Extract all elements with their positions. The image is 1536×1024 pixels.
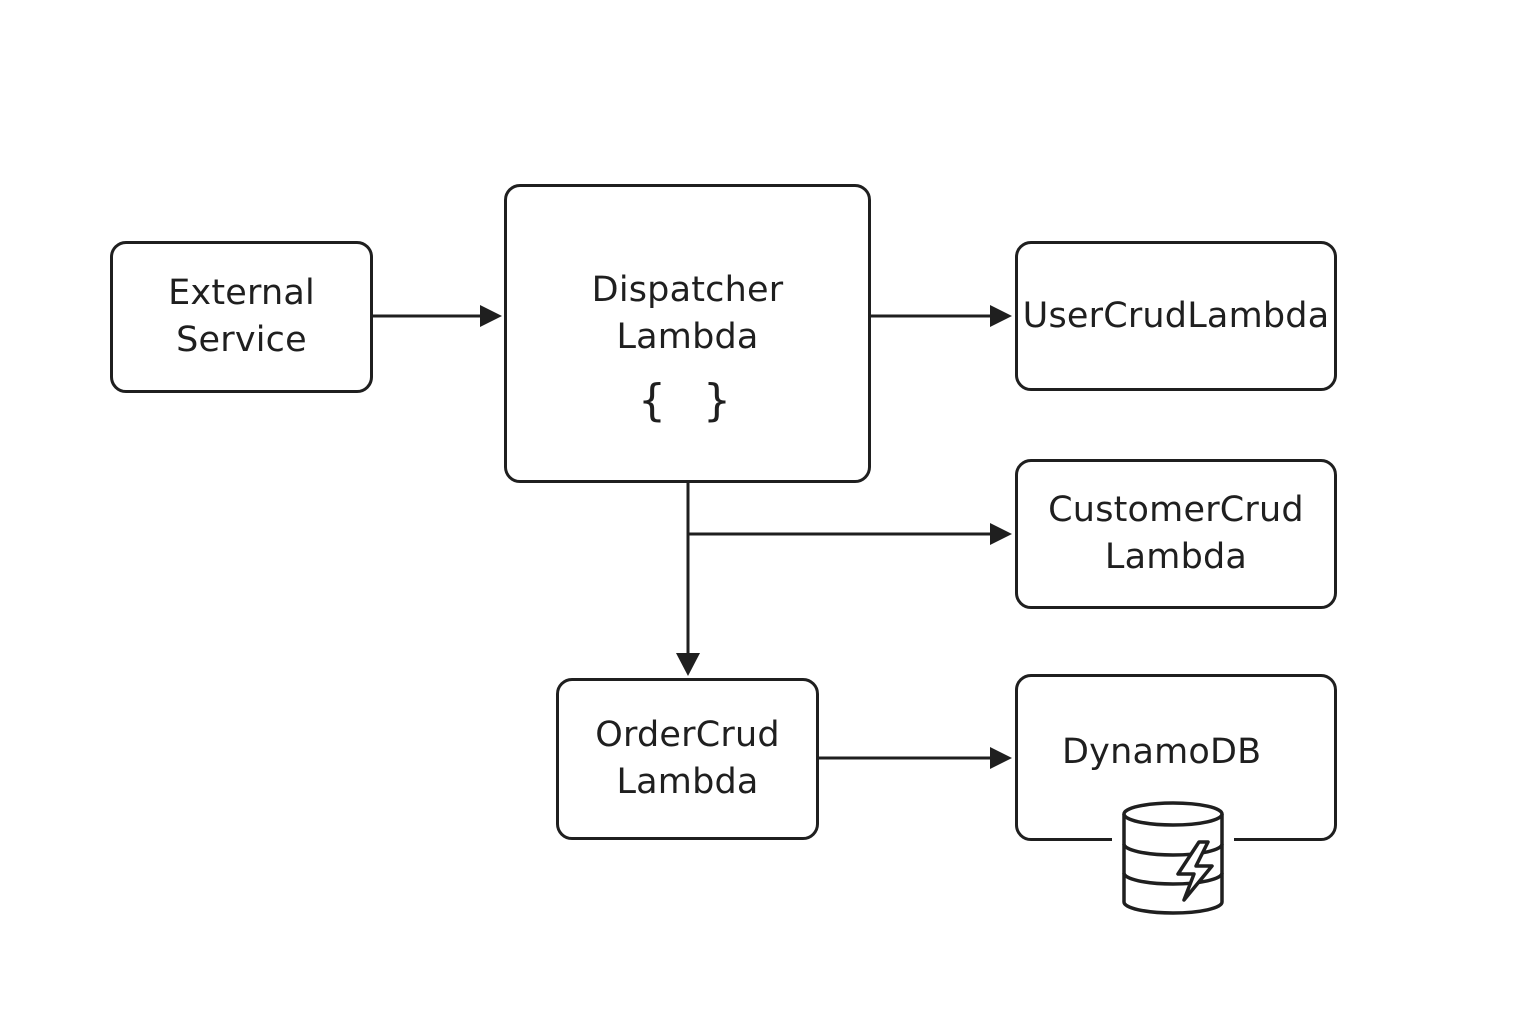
external-service-node: External Service: [110, 241, 373, 393]
arrow-dispatcher-to-user-crud: [871, 305, 1012, 327]
external-service-label: External Service: [168, 270, 315, 364]
external-service-label-line1: External: [168, 273, 315, 313]
dispatcher-lambda-label-line1: Dispatcher: [591, 270, 784, 310]
user-crud-lambda-label: UserCrudLambda: [1023, 293, 1330, 340]
customer-crud-lambda-label-line1: CustomerCrud: [1048, 490, 1304, 530]
dispatcher-lambda-label: Dispatcher Lambda: [592, 267, 784, 361]
database-lightning-icon: [1112, 801, 1234, 915]
arrow-branch-to-customer-crud: [688, 523, 1012, 545]
external-service-label-line2: Service: [176, 320, 307, 360]
arrow-external-to-dispatcher: [373, 305, 502, 327]
dispatcher-lambda-label-line2: Lambda: [616, 317, 759, 357]
arrow-order-crud-to-dynamodb: [819, 747, 1012, 769]
order-crud-lambda-label-line2: Lambda: [616, 762, 759, 802]
curly-braces-icon: { }: [638, 375, 737, 426]
user-crud-lambda-label-line1: UserCrudLambda: [1022, 295, 1330, 336]
order-crud-lambda-label-line1: OrderCrud: [595, 715, 780, 755]
order-crud-lambda-label: OrderCrud Lambda: [595, 712, 780, 806]
dynamodb-label: DynamoDB: [1062, 729, 1261, 776]
customer-crud-lambda-node: CustomerCrud Lambda: [1015, 459, 1337, 609]
dispatcher-lambda-node: Dispatcher Lambda { }: [504, 184, 871, 483]
customer-crud-lambda-label: CustomerCrud Lambda: [1048, 487, 1304, 581]
user-crud-lambda-node: UserCrudLambda: [1015, 241, 1337, 391]
dynamodb-label-line1: DynamoDB: [1062, 732, 1262, 772]
order-crud-lambda-node: OrderCrud Lambda: [556, 678, 819, 840]
customer-crud-lambda-label-line2: Lambda: [1104, 537, 1248, 577]
arrow-dispatcher-to-order-crud: [676, 483, 700, 676]
